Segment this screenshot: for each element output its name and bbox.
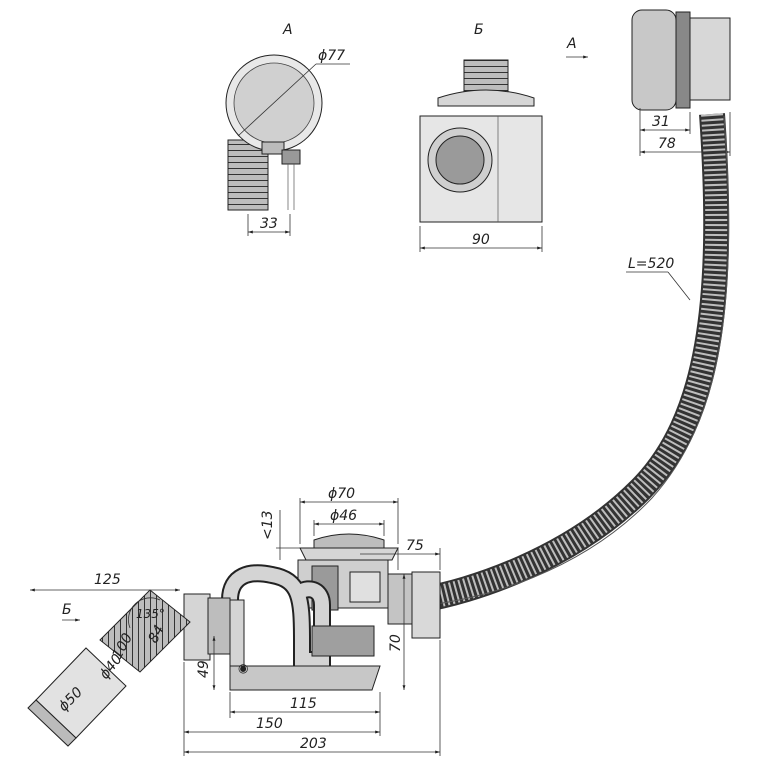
overflow-body (689, 17, 731, 101)
view-a-hose (227, 139, 269, 211)
view-a-screw (281, 149, 301, 165)
drain-outlet-offset-label: 75 (406, 538, 424, 554)
outlet-angle-label: 135° (136, 607, 165, 621)
logo-icon: ◉ (238, 661, 248, 675)
view-a-diameter-label: ϕ77 (318, 48, 345, 64)
view-a-width-label: 33 (260, 216, 278, 232)
drain-outer-label: ϕ70 (328, 486, 355, 502)
dim-115-label: 115 (290, 696, 317, 712)
svg-text:A: A (566, 36, 577, 52)
drain-top-offset-label: <13 (260, 510, 276, 540)
view-b-width-label: 90 (472, 232, 490, 248)
bottom-dimensions: 115 150 203 (183, 640, 441, 756)
dim-49-label: 49 (196, 660, 212, 678)
outlet-dim84-label: 84 (145, 623, 167, 646)
drain-outlet-height-label: 70 (388, 634, 404, 652)
siphon-nut (311, 625, 375, 657)
drain-inner-label: ϕ46 (330, 508, 357, 524)
view-a: A ϕ77 33 (225, 22, 350, 236)
outlet-length-label: 125 (94, 572, 121, 588)
siphon-base (229, 665, 381, 691)
dim-150-label: 150 (256, 716, 283, 732)
view-b-title: Б (474, 22, 484, 38)
corrugated-hose: L=520 (417, 113, 730, 613)
view-a-title: A (282, 22, 293, 38)
view-a-clip (261, 141, 285, 155)
dim-203-label: 203 (300, 736, 327, 752)
view-b-top-hose (463, 59, 509, 95)
view-b-cap (437, 89, 535, 107)
arrow-a: A (566, 36, 588, 59)
overflow-width-label: 78 (658, 136, 676, 152)
drain-outlet (387, 573, 415, 625)
overflow-head: 31 78 (631, 9, 731, 156)
arrow-b-label: Б (62, 602, 72, 618)
overflow-depth-label: 31 (652, 114, 670, 130)
view-a-diameter-line (237, 63, 317, 137)
overflow-cap (631, 9, 677, 111)
outlet-corrugated (99, 589, 191, 673)
outlet-pipe: 125 135° 100 84 ϕ40 ϕ50 Б (27, 572, 191, 747)
view-b: Б 90 (419, 22, 543, 252)
hose-length-label: L=520 (628, 256, 674, 272)
siphon-trap: ◉ 49 (183, 564, 381, 691)
